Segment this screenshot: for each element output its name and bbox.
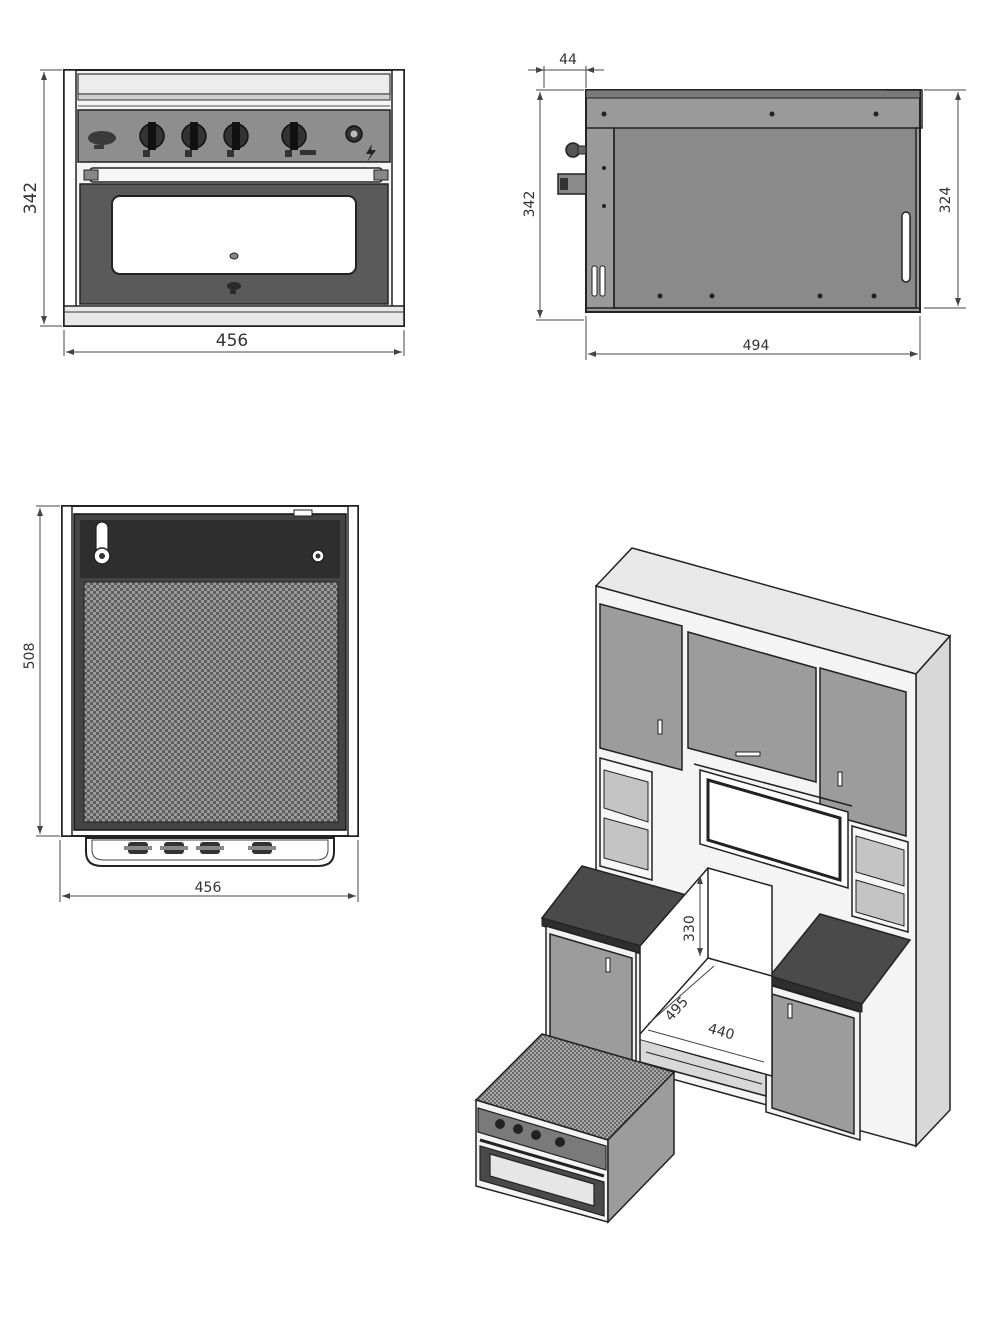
top-depth-label: 508 [22,643,38,670]
oven-cutout [639,867,773,1077]
burner-knob-icon [181,122,207,157]
top-knob-icon [160,842,188,854]
top-dark-strip [80,520,340,578]
iso-knob-icon [555,1137,565,1147]
gas-tap-icon [93,521,111,565]
side-body-height-label: 324 [938,187,954,214]
iso-knob-icon [495,1119,505,1129]
upper-left-door [599,603,683,771]
side-depth-label: 494 [743,338,770,354]
iso-oven-panel [477,1107,607,1171]
side-overall-height-label: 342 [522,191,538,218]
oven-knob-icon [281,122,316,157]
door-logo-icon [227,282,241,294]
cutout-height-label: 330 [682,915,698,942]
front-oven-handle [89,167,383,183]
cutout-width-label: 440 [706,1021,736,1044]
top-ignition-icon [311,549,325,563]
cabinet-isometric-view: 330 495 440 [474,547,952,1224]
top-knob-icon [124,842,152,854]
side-knob-icon [557,142,587,195]
burner-knob-icon [139,122,165,157]
burner-knob-icon [223,122,249,157]
upper-center-door [687,631,817,783]
top-knob-icon [248,842,276,854]
side-inner-panel [613,127,917,309]
ignition-button-icon [345,125,363,143]
front-height-label: 342 [21,182,41,214]
upper-right-door [819,667,907,837]
iso-oven-side [607,1070,675,1224]
cabinet-right-side [915,634,951,1148]
brand-logo-icon [88,131,116,149]
top-view: 508 456 [22,505,359,902]
side-view: 44 342 324 494 [522,52,966,360]
spark-icon [366,144,376,162]
front-top-strip [77,73,391,95]
top-width-label: 456 [195,880,222,896]
top-knob-icon [196,842,224,854]
iso-knob-icon [513,1124,523,1134]
iso-knob-icon [531,1130,541,1140]
front-width-label: 456 [216,331,248,351]
side-knob-depth-label: 44 [559,52,577,68]
top-mesh-panel [83,581,339,823]
front-oven-window [111,195,357,275]
front-view: 342 456 [21,69,405,356]
